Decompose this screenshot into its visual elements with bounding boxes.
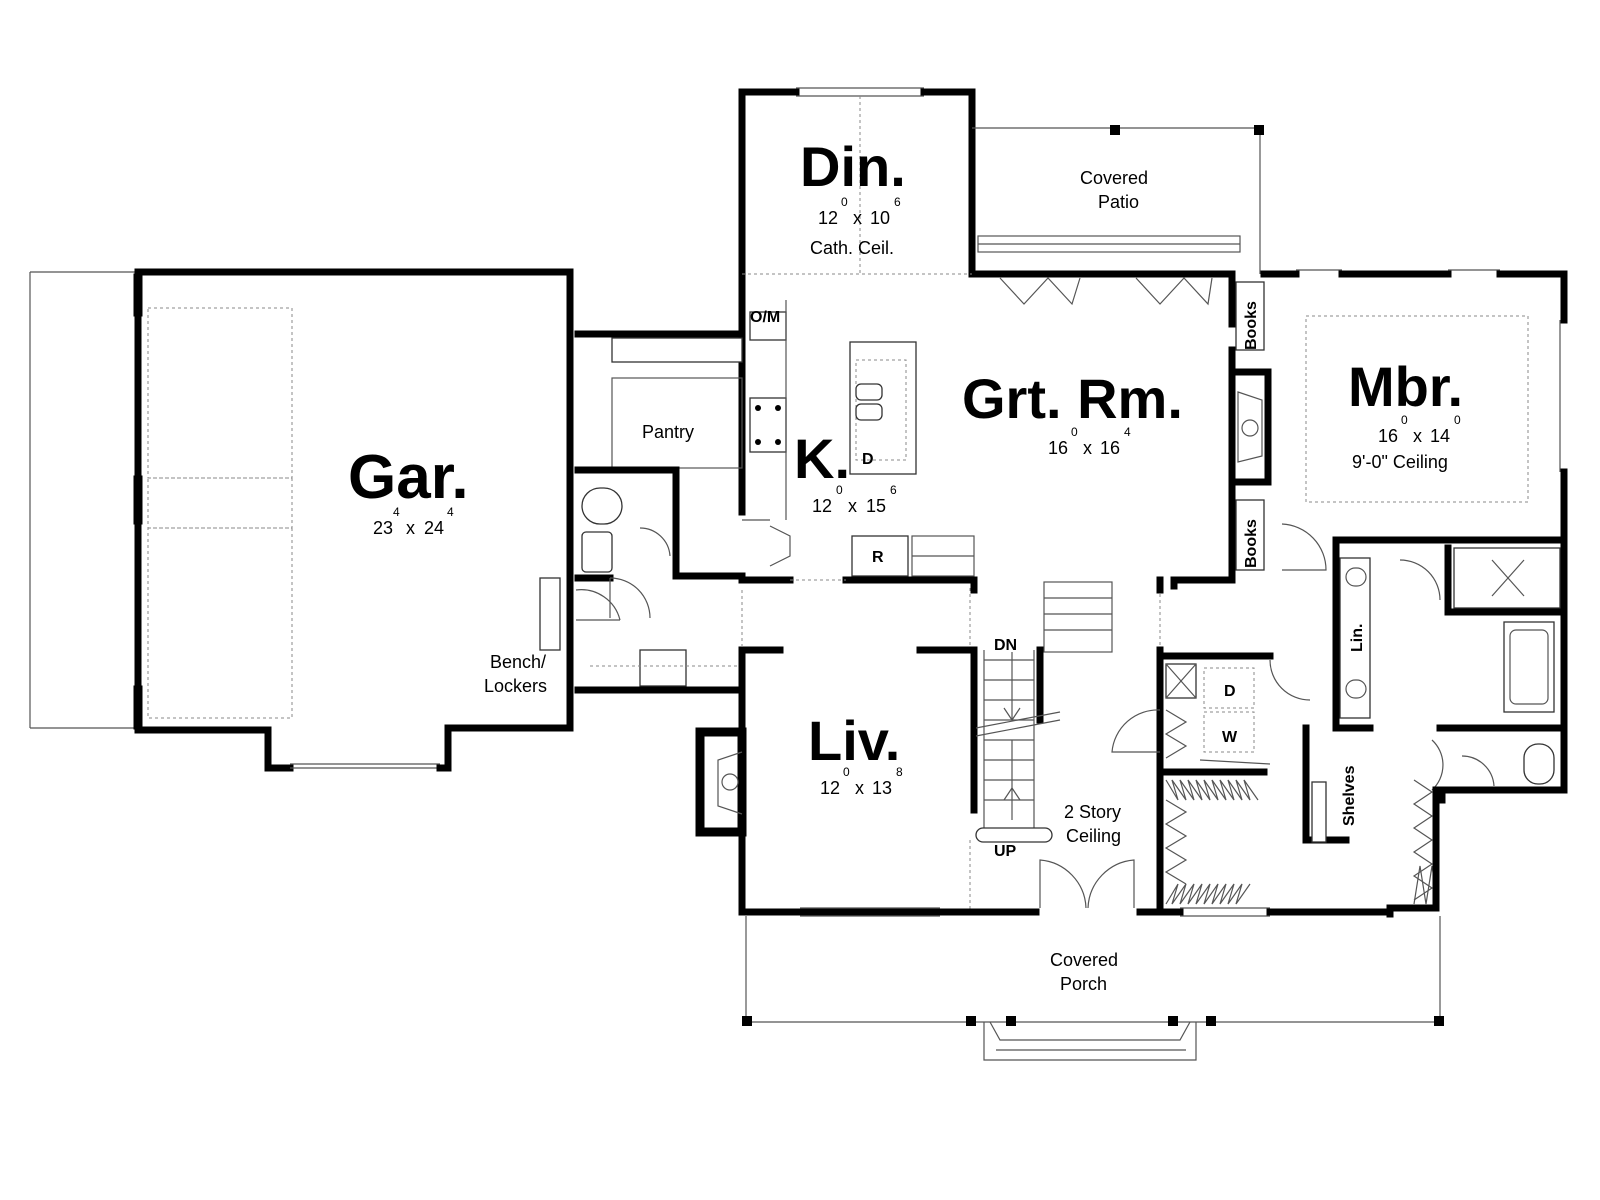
- laundry-closets: [1111, 576, 1440, 918]
- kitchen-length-inches: 6: [890, 483, 897, 497]
- refrigerator-label: R: [872, 549, 884, 566]
- master-width: 16: [1378, 426, 1398, 446]
- books-bottom-label: Books: [1243, 519, 1260, 568]
- great-room-width: 16: [1048, 438, 1068, 458]
- dining-width: 12: [818, 208, 838, 228]
- great-room-width-inches: 0: [1071, 425, 1078, 439]
- two-story-line2: Ceiling: [1066, 826, 1121, 846]
- living-dimension-separator: x: [855, 778, 864, 798]
- kitchen-label: K. 12 0 x 15 6: [794, 427, 897, 516]
- great-room-kitchen: [738, 270, 1272, 653]
- master-width-inches: 0: [1401, 413, 1408, 427]
- two-story-line1: 2 Story: [1064, 802, 1121, 822]
- master-dimension-separator: x: [1413, 426, 1422, 446]
- garage-length-inches: 4: [447, 505, 454, 519]
- kitchen-length: 15: [866, 496, 886, 516]
- master-bedroom: [1260, 269, 1568, 622]
- master-ceiling-note: 9'-0" Ceiling: [1352, 452, 1448, 472]
- covered-porch: [742, 916, 1444, 1061]
- covered-patio-line1: Covered: [1080, 168, 1148, 188]
- kitchen-name: K.: [794, 427, 850, 490]
- bench-lockers-line2: Lockers: [484, 676, 547, 696]
- great-room-length-inches: 4: [1124, 425, 1131, 439]
- garage-width-inches: 4: [393, 505, 400, 519]
- living-room: [695, 590, 1394, 917]
- dining-width-inches: 0: [841, 195, 848, 209]
- master-length: 14: [1430, 426, 1450, 446]
- washer-label: W: [1222, 729, 1238, 746]
- covered-patio-line2: Patio: [1098, 192, 1139, 212]
- stairs-foyer: [969, 588, 1161, 910]
- dining-name: Din.: [800, 135, 906, 198]
- dryer-label: D: [1224, 683, 1236, 700]
- dining-length: 10: [870, 208, 890, 228]
- master-bath: [1332, 544, 1568, 804]
- living-width: 12: [820, 778, 840, 798]
- garage-area: [29, 268, 574, 772]
- great-room-length: 16: [1100, 438, 1120, 458]
- oven-microwave-label: O/M: [750, 309, 780, 326]
- linen-label: Lin.: [1349, 624, 1366, 652]
- garage-label: Gar. 23 4 x 24 4: [348, 443, 469, 538]
- garage-width: 23: [373, 518, 393, 538]
- books-top-label: Books: [1243, 301, 1260, 350]
- stair-down-label: DN: [994, 637, 1017, 654]
- dining-room: [738, 87, 998, 338]
- patio-label: Covered Patio: [1080, 168, 1148, 212]
- covered-patio: [972, 125, 1264, 274]
- pantry-label: Pantry: [642, 422, 694, 442]
- dining-label: Din. 12 0 x 10 6 Cath. Ceil.: [800, 135, 906, 258]
- garage-length: 24: [424, 518, 444, 538]
- shelves-label: Shelves: [1341, 765, 1358, 826]
- garage-dimension-separator: x: [406, 518, 415, 538]
- dining-ceiling-note: Cath. Ceil.: [810, 238, 894, 258]
- living-width-inches: 0: [843, 765, 850, 779]
- dishwasher-label: D: [862, 451, 874, 468]
- great-room-label: Grt. Rm. 16 0 x 16 4: [962, 367, 1183, 458]
- master-label: Mbr. 16 0 x 14 0 9'-0" Ceiling: [1348, 355, 1463, 472]
- living-label: Liv. 12 0 x 13 8: [808, 709, 903, 798]
- dining-length-inches: 6: [894, 195, 901, 209]
- garage-name: Gar.: [348, 443, 469, 512]
- great-room-dimension-separator: x: [1083, 438, 1092, 458]
- covered-porch-line2: Porch: [1060, 974, 1107, 994]
- master-name: Mbr.: [1348, 355, 1463, 418]
- master-length-inches: 0: [1454, 413, 1461, 427]
- kitchen-width-inches: 0: [836, 483, 843, 497]
- covered-porch-line1: Covered: [1050, 950, 1118, 970]
- bench-lockers-line1: Bench/: [490, 652, 546, 672]
- porch-label: Covered Porch: [1050, 950, 1118, 994]
- living-name: Liv.: [808, 709, 900, 772]
- great-room-name: Grt. Rm.: [962, 367, 1183, 430]
- kitchen-width: 12: [812, 496, 832, 516]
- living-length-inches: 8: [896, 765, 903, 779]
- dining-dimension-separator: x: [853, 208, 862, 228]
- living-length: 13: [872, 778, 892, 798]
- kitchen-dimension-separator: x: [848, 496, 857, 516]
- stair-up-label: UP: [994, 843, 1017, 860]
